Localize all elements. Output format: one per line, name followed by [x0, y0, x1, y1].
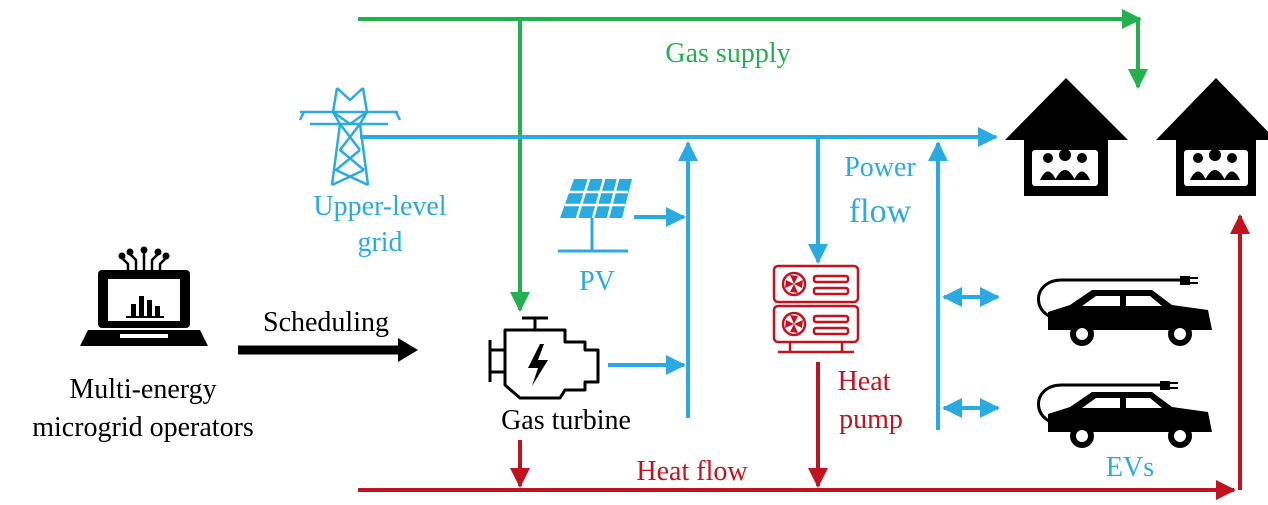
- heat-flow-label: Heat flow: [636, 456, 748, 487]
- gas-supply-label: Gas supply: [665, 38, 790, 69]
- heat-pump-icon: [772, 264, 860, 354]
- laptop-analytics-icon: [80, 246, 208, 346]
- gas-network: [358, 9, 1148, 312]
- scheduling-label: Scheduling: [263, 307, 389, 338]
- pv-label: PV: [579, 266, 615, 297]
- upper-level-grid-label-line2: grid: [357, 227, 402, 258]
- transmission-tower-icon: [298, 87, 402, 187]
- gas-turbine-label: Gas turbine: [501, 405, 631, 436]
- house-icon: [1005, 78, 1128, 196]
- operators-label-line1: Multi-energy: [69, 374, 216, 405]
- house-icon: [1156, 78, 1268, 196]
- power-flow-label-line1: Power: [844, 152, 916, 183]
- engine-icon: [488, 316, 600, 400]
- heat-pump-label-line2: pump: [839, 404, 903, 435]
- power-network: [360, 127, 1000, 430]
- electric-car-icon: [1037, 276, 1212, 346]
- heat-network: [358, 214, 1250, 500]
- heat-pump-label-line1: Heat: [838, 366, 891, 397]
- electric-car-icon: [1037, 381, 1212, 448]
- evs-label: EVs: [1106, 452, 1154, 483]
- operators-label-line2: microgrid operators: [32, 412, 254, 443]
- scheduling-arrow: [238, 338, 418, 362]
- power-flow-label-line2: flow: [849, 193, 912, 230]
- upper-level-grid-label-line1: Upper-level: [313, 191, 446, 222]
- solar-panel-icon: [558, 178, 632, 253]
